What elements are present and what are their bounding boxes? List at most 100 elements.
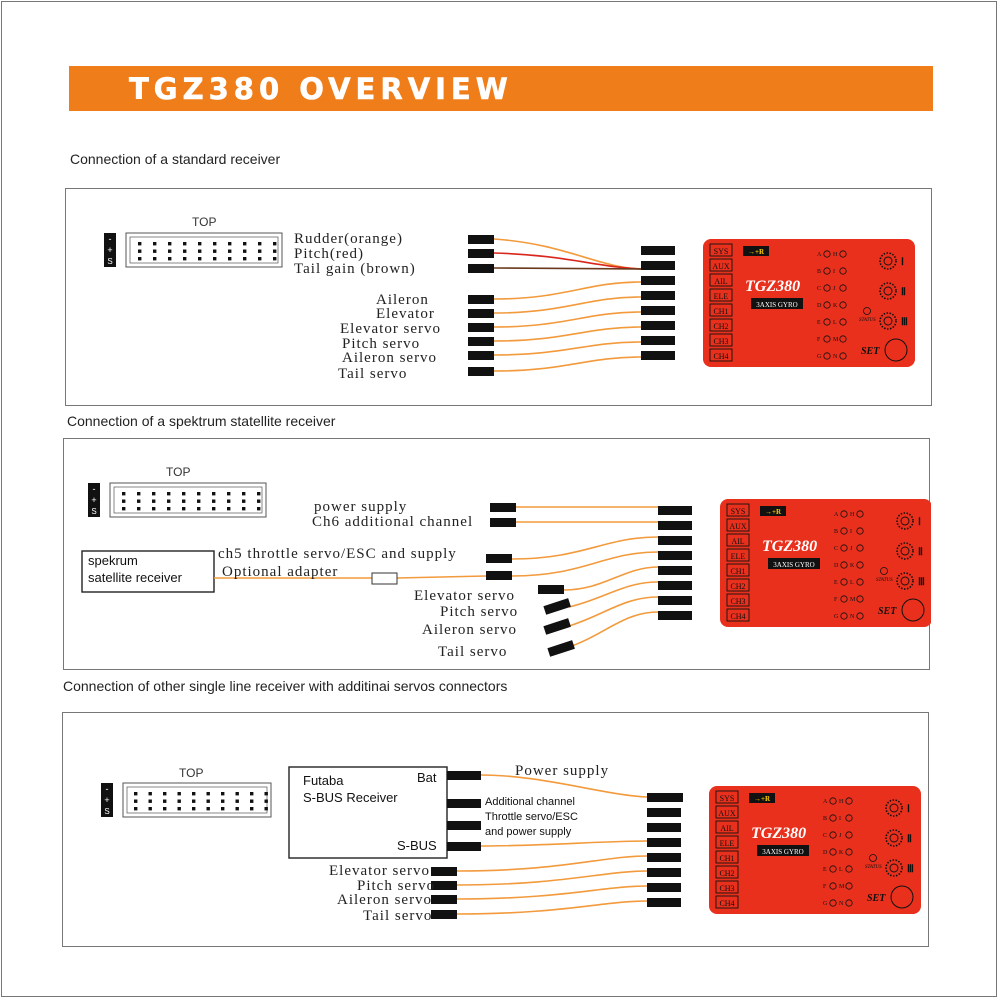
gyro-set-button[interactable]	[884, 338, 908, 362]
gyro-port-label: CH2	[713, 322, 728, 331]
connector-pin	[197, 492, 201, 496]
label-elevator-servo: Elevator servo	[340, 321, 441, 337]
connector-pin	[163, 792, 167, 796]
gyro-set-label: SET	[867, 893, 886, 904]
gyro-port-label: CH3	[719, 884, 734, 893]
gyro-status-led	[869, 854, 877, 862]
gyro-port-label: CH1	[713, 307, 728, 316]
label-pitch-servo: Pitch servo	[357, 878, 435, 894]
gyro-led-label: K	[850, 563, 855, 569]
label-tail-gain: Tail gain (brown)	[294, 261, 416, 277]
gyro-led	[840, 595, 848, 603]
connector-pin	[227, 507, 231, 511]
gyro-port-box	[715, 895, 739, 909]
satellite-receiver-box	[81, 550, 215, 593]
gyro-port-label: AIL	[714, 277, 727, 286]
receiver-brand: Futaba	[303, 773, 344, 788]
gyro-status-label: STATUS	[859, 318, 876, 323]
connector-pin	[148, 807, 152, 811]
wires	[214, 506, 659, 648]
plug-pitch-servo	[543, 598, 571, 615]
connector-pin	[242, 499, 246, 503]
connector-pin	[148, 792, 152, 796]
connector-pin	[242, 492, 246, 496]
label-power-supply: power supply	[314, 499, 407, 515]
pin-signal: S	[107, 257, 112, 266]
connector-pin	[197, 507, 201, 511]
gyro-port-box	[726, 608, 750, 622]
wire-elevator-servo	[563, 566, 659, 591]
plug-ch5	[486, 554, 512, 563]
gyro-led	[845, 865, 853, 873]
plug-rudder	[468, 235, 494, 244]
gyro-knob-label: Ⅱ	[901, 287, 906, 298]
wire-power-supply	[480, 774, 648, 798]
gyro-led	[823, 318, 831, 326]
port-aux-1	[447, 799, 481, 808]
gyro-led	[829, 814, 837, 822]
gyro-port-box	[709, 303, 733, 317]
gyro-gain-knob[interactable]	[896, 542, 914, 560]
plug-tail-servo	[431, 910, 457, 919]
gyro-port-label: AIL	[720, 824, 733, 833]
gyro-port-plug	[658, 551, 692, 560]
gyro-port-plug	[658, 596, 692, 605]
gyro-gain-knob-center	[889, 863, 899, 873]
pin-plus: +	[91, 495, 96, 505]
gyro-gain-knob-center	[883, 256, 893, 266]
gyro-led	[829, 899, 837, 907]
connector-pin	[163, 799, 167, 803]
connector-pin	[183, 257, 187, 261]
gyro-subtitle-box	[757, 845, 809, 856]
gyro-port-label: ELE	[731, 552, 746, 561]
gyro-gain-knob[interactable]	[885, 799, 903, 817]
label-elevator: Elevator	[376, 306, 435, 322]
gyro-led	[823, 250, 831, 258]
labels: power supply Ch6 additional channel ch5 …	[218, 499, 517, 660]
receiver-connector: TOP - + S	[101, 766, 272, 818]
label-power-supply: Power supply	[515, 763, 609, 779]
gyro-gain-knob[interactable]	[879, 312, 897, 330]
connector-pin	[258, 242, 262, 246]
gyro-gain-knob[interactable]	[896, 512, 914, 530]
connector-pin	[163, 807, 167, 811]
gyro-port-box	[715, 790, 739, 804]
pin-plus: +	[104, 795, 109, 805]
sbus-receiver-box	[288, 766, 448, 859]
plug-aileron-servo	[468, 351, 494, 360]
gyro-set-button[interactable]	[890, 885, 914, 909]
gyro-led-label: L	[839, 867, 843, 873]
gyro-led-label: A	[817, 252, 822, 258]
plug-elevator	[468, 309, 494, 318]
gyro-led	[839, 250, 847, 258]
connector-pin	[153, 249, 157, 253]
gyro-port-label: SYS	[731, 507, 746, 516]
wire-pitch-servo	[456, 870, 648, 886]
gyro-gain-knob[interactable]	[885, 859, 903, 877]
labels: Power supply Additional channel Throttle…	[329, 763, 609, 924]
port-sbus	[447, 842, 481, 851]
connector-pins	[122, 492, 261, 511]
gyro-led	[845, 848, 853, 856]
connector-pin	[250, 807, 254, 811]
gyro-gain-knob[interactable]	[896, 572, 914, 590]
gyro-gain-knob[interactable]	[879, 282, 897, 300]
label-throttle-servo: Throttle servo/ESC	[485, 811, 578, 823]
gyro-led	[840, 561, 848, 569]
gyro-status-led	[880, 567, 888, 575]
gyro-port-plug	[647, 868, 681, 877]
gyro-port-box	[726, 533, 750, 547]
gyro-led-label: D	[823, 850, 828, 856]
gyro-set-button[interactable]	[901, 598, 925, 622]
connector-pin	[192, 807, 196, 811]
gyro-gain-knob[interactable]	[885, 829, 903, 847]
pin-legend	[101, 783, 113, 817]
connector-pin	[134, 799, 138, 803]
connector-inner	[126, 786, 268, 814]
gyro-top-marker-text: →+R	[754, 795, 771, 803]
gyro-port-label: CH2	[730, 582, 745, 591]
gyro-gain-knob[interactable]	[879, 252, 897, 270]
label-aileron-servo: Aileron servo	[337, 892, 432, 908]
standard-receiver-diagram: TOP - + S Rudder(orange) Pitch(red) Tai	[104, 215, 915, 382]
gyro-port-box	[726, 593, 750, 607]
